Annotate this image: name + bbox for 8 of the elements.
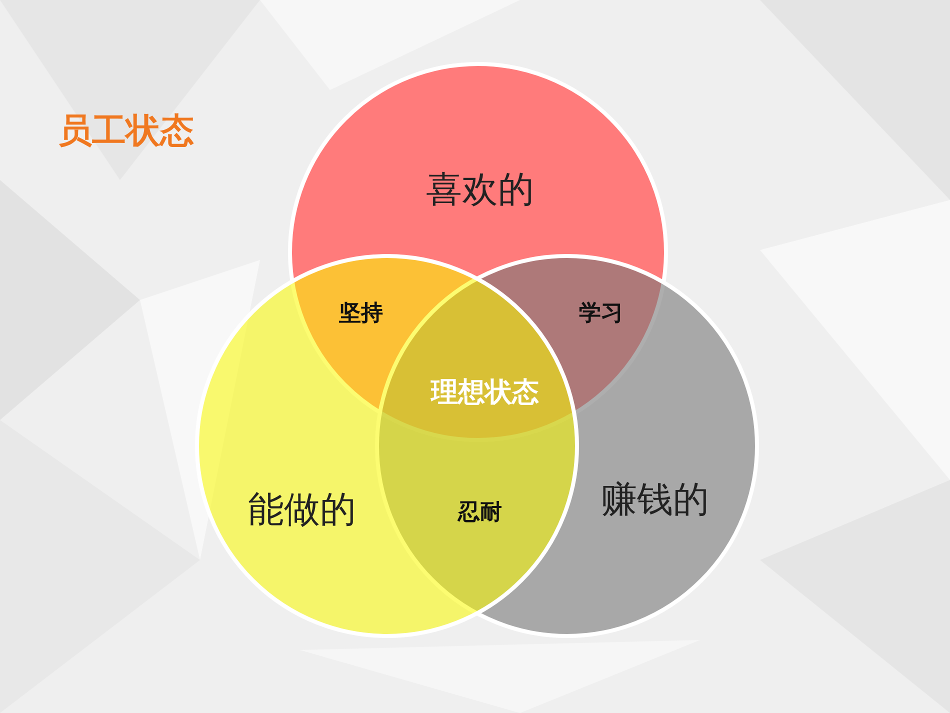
- overlap-label: 学习: [579, 300, 623, 328]
- circle-label: 喜欢的: [426, 168, 534, 212]
- title: 员工状态: [58, 110, 194, 153]
- overlap-label: 坚持: [339, 300, 383, 328]
- circle-label: 赚钱的: [601, 478, 709, 522]
- overlap-label: 忍耐: [458, 499, 502, 527]
- overlap-label: 理想状态: [431, 376, 539, 410]
- circle-label: 能做的: [248, 488, 356, 532]
